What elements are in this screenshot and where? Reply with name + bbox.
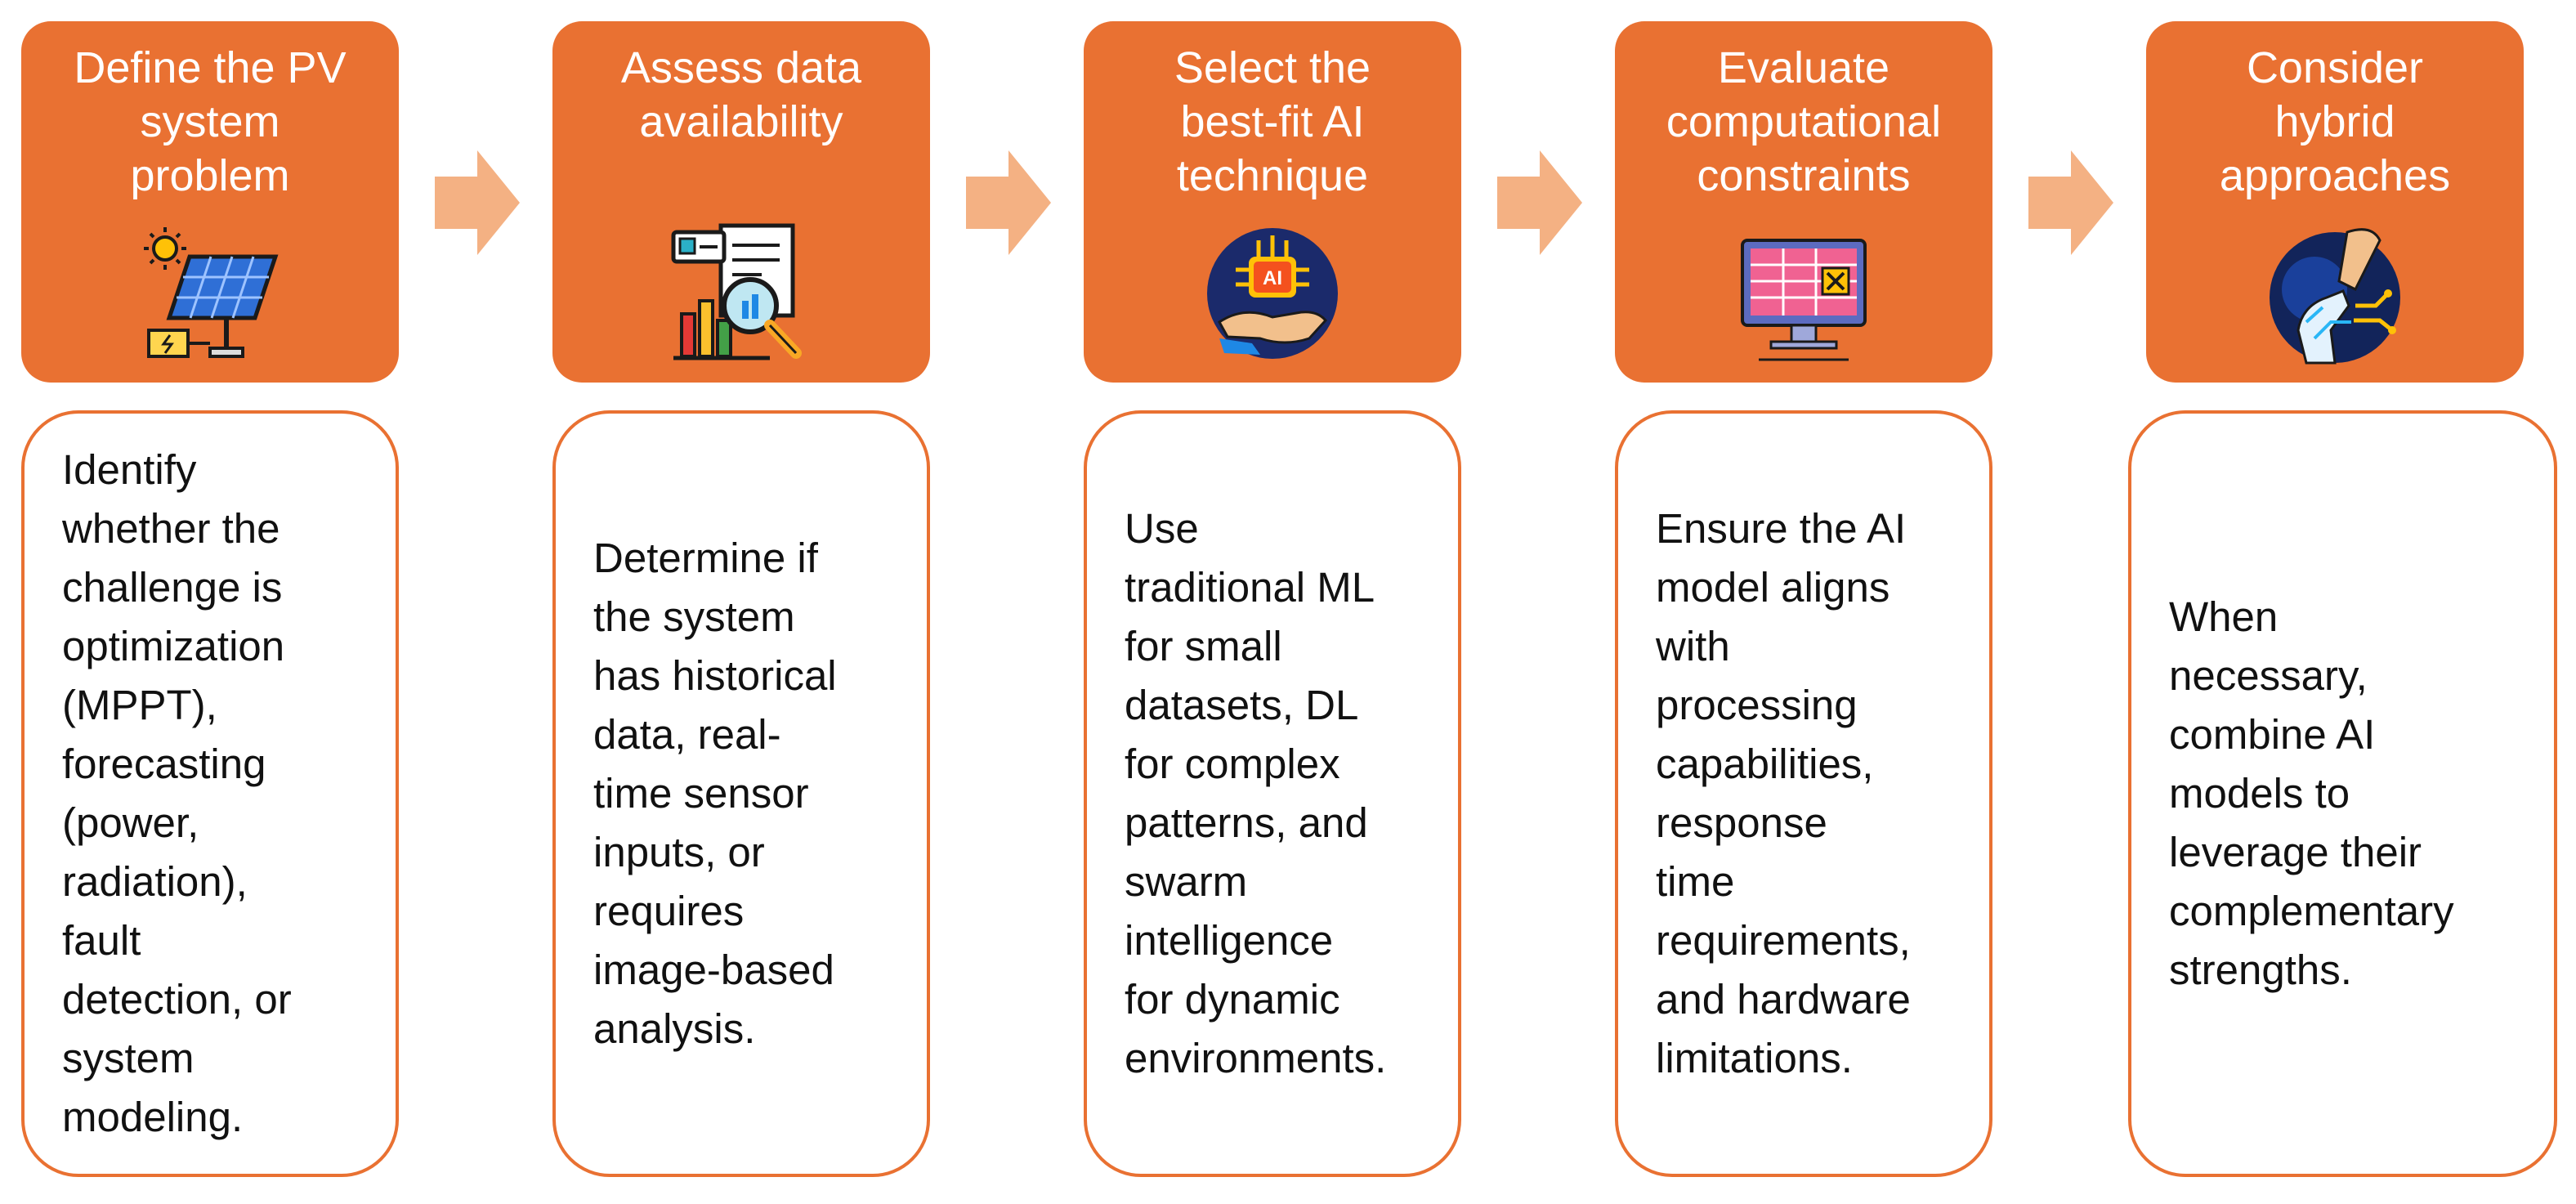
step-description: Identify whether the challenge is optimi…	[62, 446, 292, 1140]
step-description-box: When necessary, combine AI models to lev…	[2128, 410, 2557, 1177]
arrow-right-icon	[2028, 150, 2113, 255]
step-assess-data: Assess data availability Determine if th	[552, 0, 930, 1204]
step-description-box: Use traditional ML for small datasets, D…	[1084, 410, 1461, 1177]
solar-panel-icon	[132, 216, 288, 371]
step-title: Select the best-fit AI technique	[1174, 43, 1371, 200]
step-header: Select the best-fit AI technique AI	[1084, 21, 1461, 383]
step-description: When necessary, combine AI models to lev…	[2169, 593, 2454, 993]
step-title: Assess data availability	[620, 43, 862, 146]
arrow-right-icon	[435, 150, 520, 255]
step-header: Evaluate computational constraints	[1615, 21, 1992, 383]
arrow-right-icon	[966, 150, 1051, 255]
monitor-spreadsheet-icon	[1726, 216, 1881, 371]
step-description-box: Identify whether the challenge is optimi…	[21, 410, 399, 1177]
svg-text:AI: AI	[1263, 267, 1282, 289]
data-analysis-icon	[664, 216, 819, 371]
step-header: Assess data availability	[552, 21, 930, 383]
step-title: Evaluate computational constraints	[1666, 43, 1942, 200]
step-description: Ensure the AI model aligns with processi…	[1656, 505, 1911, 1081]
step-description: Use traditional ML for small datasets, D…	[1125, 505, 1387, 1081]
step-description-box: Ensure the AI model aligns with processi…	[1615, 410, 1992, 1177]
step-description-box: Determine if the system has historical d…	[552, 410, 930, 1177]
step-header: Consider hybrid approaches	[2146, 21, 2524, 383]
step-hybrid-approaches: Consider hybrid approaches When necessar…	[2128, 0, 2557, 1204]
step-evaluate-constraints: Evaluate computational constraints Ensur…	[1615, 0, 1992, 1204]
arrow-right-icon	[1497, 150, 1582, 255]
step-title: Define the PV system problem	[74, 43, 347, 200]
step-title: Consider hybrid approaches	[2219, 43, 2451, 200]
ai-chip-hand-icon: AI	[1195, 216, 1350, 371]
human-robot-hands-icon	[2257, 216, 2413, 371]
step-header: Define the PV system problem	[21, 21, 399, 383]
step-description: Determine if the system has historical d…	[593, 535, 837, 1052]
step-define-problem: Define the PV system problem	[21, 0, 399, 1204]
step-select-technique: Select the best-fit AI technique AI Use …	[1084, 0, 1461, 1204]
